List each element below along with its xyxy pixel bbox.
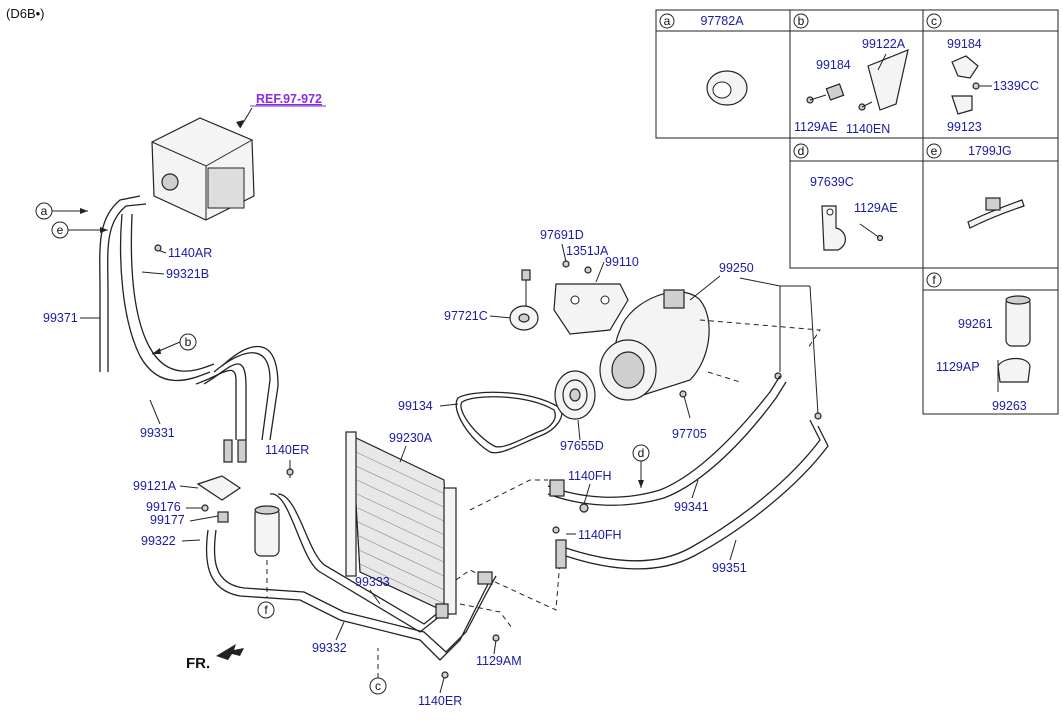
legend-a-part: 97782A: [700, 14, 744, 28]
ac-compressor: [599, 289, 710, 401]
label-p99177: 99177: [150, 513, 185, 527]
legend-letter-a: a: [664, 14, 671, 28]
label-letter: d: [798, 144, 805, 158]
legend-box-c: c 99184 1339CC 99123: [926, 13, 1039, 134]
callout-a: a: [41, 204, 48, 218]
label-p1140er-bot: 1140ER: [418, 694, 462, 708]
callout-c: c: [375, 679, 381, 693]
legend-box-b: b 99122A 99184 1129AE 1140EN: [793, 13, 909, 136]
label-p99322: 99322: [141, 534, 176, 548]
callout-e: e: [57, 223, 64, 237]
label-p97655d: 97655D: [560, 439, 604, 453]
legend-grid: [655, 9, 1059, 415]
label-p99321b: 99321B: [166, 267, 209, 281]
label-p1140er-top: 1140ER: [265, 443, 309, 457]
label-letter: b: [798, 14, 805, 28]
label-1: 1129AP: [936, 360, 980, 374]
direction-label: FR.: [186, 655, 210, 672]
label-p99134: 99134: [398, 399, 433, 413]
header-code: (D6B•): [6, 6, 45, 21]
label-0: 99184: [947, 37, 982, 51]
label-p99110: 99110: [605, 255, 639, 269]
label-p1351ja: 1351JA: [566, 244, 609, 258]
legend-box-a: a 97782A: [659, 13, 748, 106]
label-p99333: 99333: [355, 575, 390, 589]
label-p1140fh-top: 1140FH: [568, 469, 612, 483]
label-p99250: 99250: [719, 261, 754, 275]
callout-b: b: [185, 335, 192, 349]
label-1: 1339CC: [993, 79, 1039, 93]
label-1: 99184: [816, 58, 851, 72]
label-2: 99263: [992, 399, 1027, 413]
hvac-unit: [151, 117, 255, 221]
label-p1140fh-bot: 1140FH: [578, 528, 622, 542]
condenser: [345, 431, 457, 615]
label-p1140ar: 1140AR: [168, 246, 212, 260]
label-part: 1799JG: [968, 144, 1012, 158]
label-p97705: 97705: [672, 427, 707, 441]
label-p99176: 99176: [146, 500, 181, 514]
label-p99230a: 99230A: [389, 431, 433, 445]
label-0: 97639C: [810, 175, 854, 189]
label-p1129am: 1129AM: [476, 654, 522, 668]
label-2: 99123: [947, 120, 982, 134]
legend-box-f: f 99261 1129AP 99263: [926, 272, 1031, 413]
label-letter: f: [932, 273, 936, 287]
callout-f: f: [264, 603, 268, 617]
label-0: 99122A: [862, 37, 906, 51]
callout-d: d: [638, 446, 645, 460]
label-2: 1129AE: [794, 120, 838, 134]
label-p99371: 99371: [43, 311, 78, 325]
label-p99351: 99351: [712, 561, 747, 575]
label-0: 99261: [958, 317, 993, 331]
label-p99332: 99332: [312, 641, 347, 655]
label-letter: e: [931, 144, 938, 158]
ref-link[interactable]: REF.97-972: [256, 92, 322, 106]
label-p99121a: 99121A: [133, 479, 177, 493]
label-letter: c: [931, 14, 937, 28]
label-p97721c: 97721C: [444, 309, 488, 323]
legend-box-d: d 97639C 1129AE: [793, 143, 898, 251]
label-p97691d: 97691D: [540, 228, 584, 242]
label-p99331: 99331: [140, 426, 175, 440]
label-1: 1129AE: [854, 201, 898, 215]
label-3: 1140EN: [846, 122, 890, 136]
label-p99341: 99341: [674, 500, 709, 514]
legend-box-e: e 1799JG: [926, 143, 1025, 229]
